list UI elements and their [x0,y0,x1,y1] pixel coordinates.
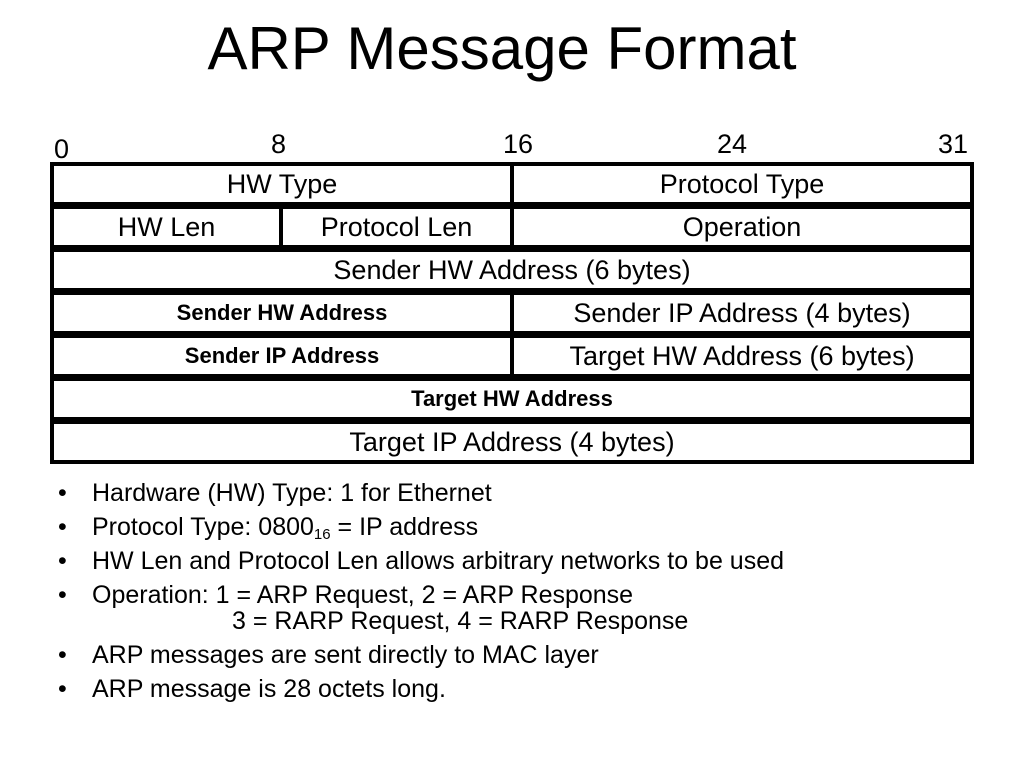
page-title: ARP Message Format [207,15,797,82]
bit-position-16: 16 [503,129,534,159]
note-protocol-type: Protocol Type: 080016 = IP address [56,512,996,542]
bit-position-8: 8 [271,129,287,159]
subscript-base: 16 [313,526,331,543]
field-target-ip-address: Target IP Address (4 bytes) [50,420,974,464]
field-target-hw-address-cont: Target HW Address [50,377,974,421]
field-hw-type: HW Type [50,162,514,206]
field-sender-ip-address-cont: Sender IP Address [50,334,514,378]
note-direct-mac: ARP messages are sent directly to MAC la… [56,640,996,670]
bit-position-24: 24 [717,129,748,159]
field-hw-len: HW Len [50,205,283,249]
note-lengths: HW Len and Protocol Len allows arbitrary… [56,546,996,576]
field-target-hw-address-full: Target HW Address (6 bytes) [510,334,974,378]
field-protocol-len: Protocol Len [279,205,514,249]
field-sender-hw-address-full: Sender HW Address (6 bytes) [50,248,974,292]
field-sender-ip-address-full: Sender IP Address (4 bytes) [510,291,974,335]
note-operation: Operation: 1 = ARP Request, 2 = ARP Resp… [56,580,996,636]
bit-position-31: 31 [938,129,969,159]
field-sender-hw-address-cont: Sender HW Address [50,291,514,335]
field-operation: Operation [510,205,974,249]
notes-list: Hardware (HW) Type: 1 for Ethernet Proto… [56,478,996,708]
field-protocol-type: Protocol Type [510,162,974,206]
note-length: ARP message is 28 octets long. [56,674,996,704]
note-hw-type: Hardware (HW) Type: 1 for Ethernet [56,478,996,508]
bit-position-0: 0 [54,134,70,164]
